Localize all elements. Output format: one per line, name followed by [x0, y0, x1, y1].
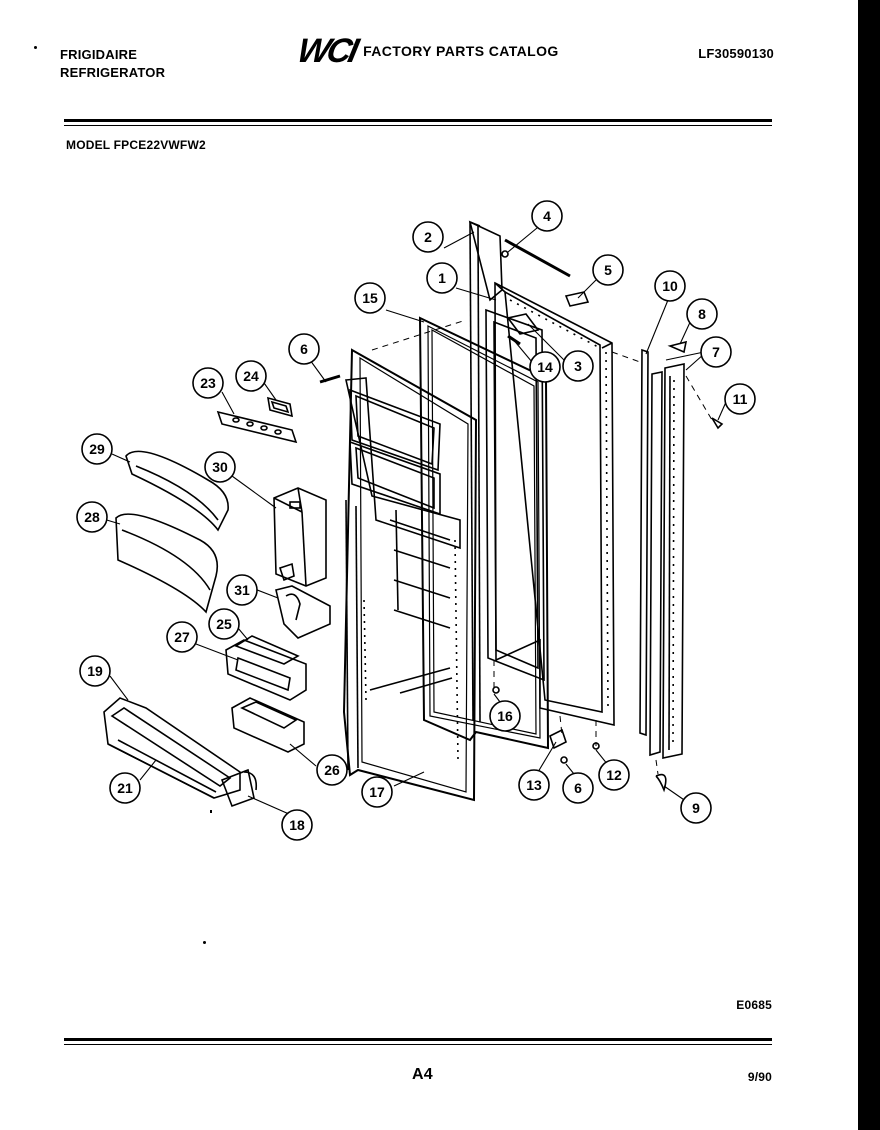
- callout-26: 26: [316, 754, 348, 786]
- footer-rule-thick: [64, 1038, 772, 1041]
- side-trim-strips: [639, 348, 685, 759]
- callout-label: 17: [369, 784, 385, 800]
- callout-18: 18: [281, 809, 313, 841]
- callout-label: 5: [604, 262, 612, 278]
- revision-date: 9/90: [747, 1070, 772, 1084]
- callout-15: 15: [354, 282, 386, 314]
- callout-label: 2: [424, 229, 432, 245]
- callout-label: 11: [733, 391, 748, 407]
- callout-label: 14: [537, 359, 553, 375]
- callout-6: 6: [562, 772, 594, 804]
- callout-29: 29: [81, 433, 113, 465]
- callout-label: 21: [117, 780, 133, 796]
- catalog-number: LF30590130: [698, 46, 774, 61]
- exploded-parts-diagram: 1234567891011121314151617181921232425262…: [76, 200, 756, 841]
- callout-24: 24: [235, 360, 267, 392]
- callout-7: 7: [700, 336, 732, 368]
- callout-label: 9: [692, 800, 700, 816]
- callout-label: 19: [87, 663, 103, 679]
- dispenser-parts: [216, 396, 298, 444]
- door-rack-covers: [115, 450, 229, 614]
- speck: [203, 941, 206, 944]
- callout-label: 8: [698, 306, 706, 322]
- product-type: REFRIGERATOR: [60, 65, 166, 80]
- callout-17: 17: [361, 776, 393, 808]
- callout-label: 31: [234, 582, 250, 598]
- callout-28: 28: [76, 501, 108, 533]
- door-liner: [342, 348, 478, 802]
- callout-label: 12: [606, 767, 622, 783]
- callout-label: 7: [712, 344, 720, 360]
- callout-3: 3: [562, 350, 594, 382]
- callout-label: 16: [497, 708, 513, 724]
- page-number: A4: [412, 1066, 433, 1083]
- header-logo-block: WCI FACTORY PARTS CATALOG: [294, 32, 559, 70]
- water-tank: [273, 487, 327, 587]
- door-outer-panel: [468, 220, 503, 723]
- callout-label: 24: [243, 368, 259, 384]
- footer-rule-thin: [64, 1044, 772, 1045]
- brand-name: FRIGIDAIRE: [60, 47, 138, 62]
- callout-label: 10: [662, 278, 678, 294]
- callout-11: 11: [724, 383, 756, 415]
- callout-31: 31: [226, 574, 258, 606]
- callout-label: 15: [362, 290, 378, 306]
- callout-label: 23: [200, 375, 216, 391]
- model-number: MODEL FPCE22VWFW2: [66, 138, 206, 152]
- callout-10: 10: [654, 270, 686, 302]
- callout-label: 29: [89, 441, 105, 457]
- liner-rivets: [363, 539, 459, 761]
- header-rule-thin: [64, 125, 772, 126]
- mounting-bracket: [275, 585, 331, 639]
- speck: [210, 810, 212, 813]
- catalog-title: FACTORY PARTS CATALOG: [363, 43, 559, 59]
- callout-12: 12: [598, 759, 630, 791]
- small-door-shelf: [231, 697, 305, 753]
- callout-label: 26: [324, 762, 340, 778]
- callout-leaders: [99, 227, 727, 819]
- callout-5: 5: [592, 254, 624, 286]
- assembly-lines: [371, 319, 713, 775]
- callout-label: 28: [84, 509, 100, 525]
- parts-catalog-page: FRIGIDAIRE REFRIGERATOR WCI FACTORY PART…: [0, 0, 858, 1130]
- callout-label: 1: [438, 270, 446, 286]
- callout-label: 18: [289, 817, 305, 833]
- callout-9: 9: [680, 792, 712, 824]
- diagram-code: E0685: [736, 998, 772, 1012]
- callout-21: 21: [109, 772, 141, 804]
- callout-23: 23: [192, 367, 224, 399]
- callout-label: 4: [543, 208, 551, 224]
- callout-label: 27: [174, 629, 190, 645]
- callout-27: 27: [166, 621, 198, 653]
- callout-13: 13: [518, 769, 550, 801]
- callout-25: 25: [208, 608, 240, 640]
- header-rule-thick: [64, 119, 772, 122]
- callout-label: 30: [212, 459, 228, 475]
- callout-2: 2: [412, 221, 444, 253]
- callout-4: 4: [531, 200, 563, 232]
- speck: [34, 46, 37, 49]
- callout-6: 6: [288, 333, 320, 365]
- callout-19: 19: [79, 655, 111, 687]
- butter-compartment: [225, 635, 307, 701]
- callout-14: 14: [529, 351, 561, 383]
- callout-label: 6: [574, 780, 582, 796]
- brand-block: FRIGIDAIRE REFRIGERATOR: [60, 46, 165, 82]
- door-shell: [485, 281, 615, 727]
- callout-1: 1: [426, 262, 458, 294]
- callout-label: 3: [574, 358, 582, 374]
- callout-label: 6: [300, 341, 308, 357]
- callout-label: 25: [216, 616, 232, 632]
- door-bin: [103, 697, 258, 808]
- rivet-row: [509, 299, 609, 709]
- callout-30: 30: [204, 451, 236, 483]
- callout-8: 8: [686, 298, 718, 330]
- callout-16: 16: [489, 700, 521, 732]
- callout-label: 13: [526, 777, 542, 793]
